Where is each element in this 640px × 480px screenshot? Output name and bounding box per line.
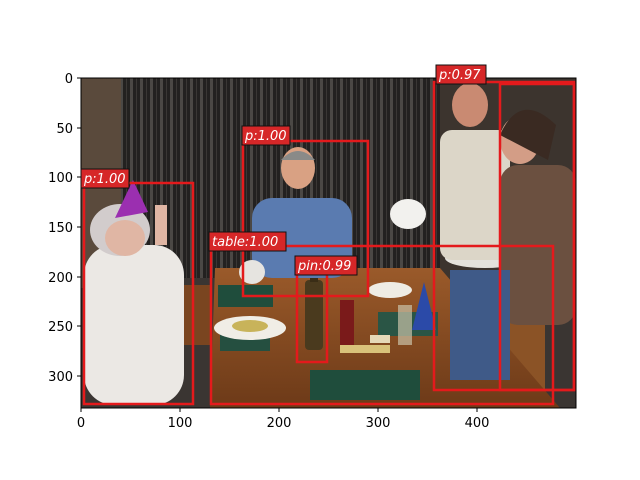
x-tick-label: 200 [267,416,292,431]
y-tick-label: 300 [48,370,73,385]
label-bg [435,64,487,85]
y-tick-label: 100 [48,171,73,186]
detection-label: p:1.00 [244,129,287,144]
detection-box-p-097-inner [498,82,576,392]
label-bg [241,125,291,146]
x-axis: 0 100 200 300 400 [77,408,490,431]
detection-label: p:1.00 [83,172,126,187]
x-tick-label: 0 [77,416,85,431]
detection-label: table:1.00 [212,235,278,250]
detection-label: pin:0.99 [297,259,351,274]
axes-frame [80,77,577,409]
label-bg [208,231,287,252]
y-tick-label: 50 [56,122,73,137]
y-axis: 0 50 100 150 200 250 300 [48,72,81,385]
y-tick-label: 0 [65,72,73,87]
photo [81,78,576,408]
detection-box-p-100-left [82,181,195,406]
y-tick-label: 200 [48,271,73,286]
x-tick-label: 400 [465,416,490,431]
detection-labels: p:0.97 p:1.00 p:1.00 table:1.00 pin:0.99 [80,64,487,276]
detections [82,80,576,406]
detection-box-table [209,244,555,406]
detection-label: p:0.97 [438,68,481,83]
x-tick-label: 300 [366,416,391,431]
detection-box-p-100-center [241,139,370,298]
label-bg [294,255,358,276]
x-tick-label: 100 [168,416,193,431]
y-tick-label: 150 [48,221,73,236]
label-bg [80,168,130,189]
y-tick-label: 250 [48,320,73,335]
